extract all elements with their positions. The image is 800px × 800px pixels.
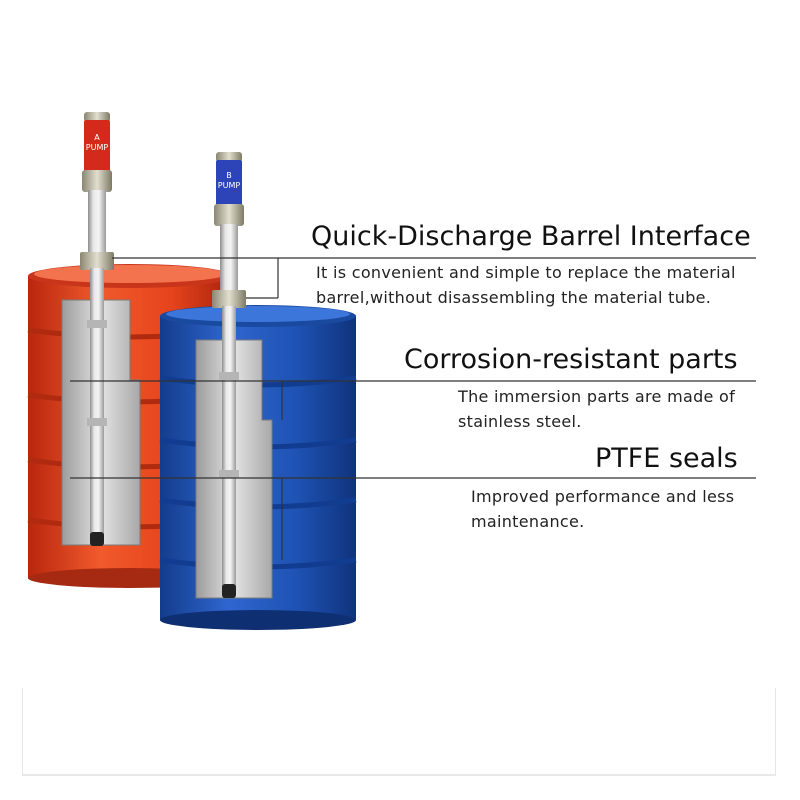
feature-title-corrosion: Corrosion-resistant parts [404, 344, 738, 375]
feature-title-ptfe: PTFE seals [595, 443, 738, 474]
bottom-frame [22, 688, 776, 776]
pump-a-letter: A [94, 133, 100, 142]
pump-b [212, 152, 246, 598]
feature-text-corrosion: The immersion parts are made of stainles… [458, 387, 736, 431]
pump-a [80, 112, 114, 546]
callout-lines [70, 257, 756, 560]
pump-b-text: PUMP [217, 181, 241, 190]
feature-text-quick-discharge: It is convenient and simple to replace t… [316, 263, 736, 307]
pump-b-letter: B [226, 171, 232, 180]
feature-title-quick-discharge: Quick-Discharge Barrel Interface [311, 221, 751, 252]
pump-a-label: A PUMP [84, 133, 110, 153]
pump-a-text: PUMP [85, 143, 109, 152]
feature-text-ptfe: Improved performance and less maintenanc… [471, 487, 735, 531]
pump-b-label: B PUMP [216, 171, 242, 191]
blue-barrel [159, 305, 357, 630]
